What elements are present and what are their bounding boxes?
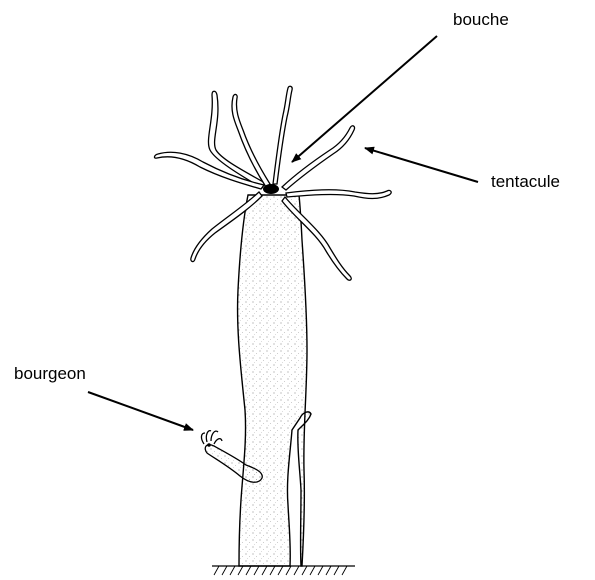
bud-label: bourgeon xyxy=(14,364,86,384)
mouth-label: bouche xyxy=(453,10,509,30)
hydra-mouth xyxy=(263,184,279,194)
tentacle-arrow xyxy=(365,148,478,182)
hydra-body xyxy=(238,195,311,566)
tentacle-label: tentacule xyxy=(491,172,560,192)
bud-arrow xyxy=(88,392,193,430)
ground-hatching xyxy=(212,566,355,575)
mouth-arrow xyxy=(292,36,437,162)
